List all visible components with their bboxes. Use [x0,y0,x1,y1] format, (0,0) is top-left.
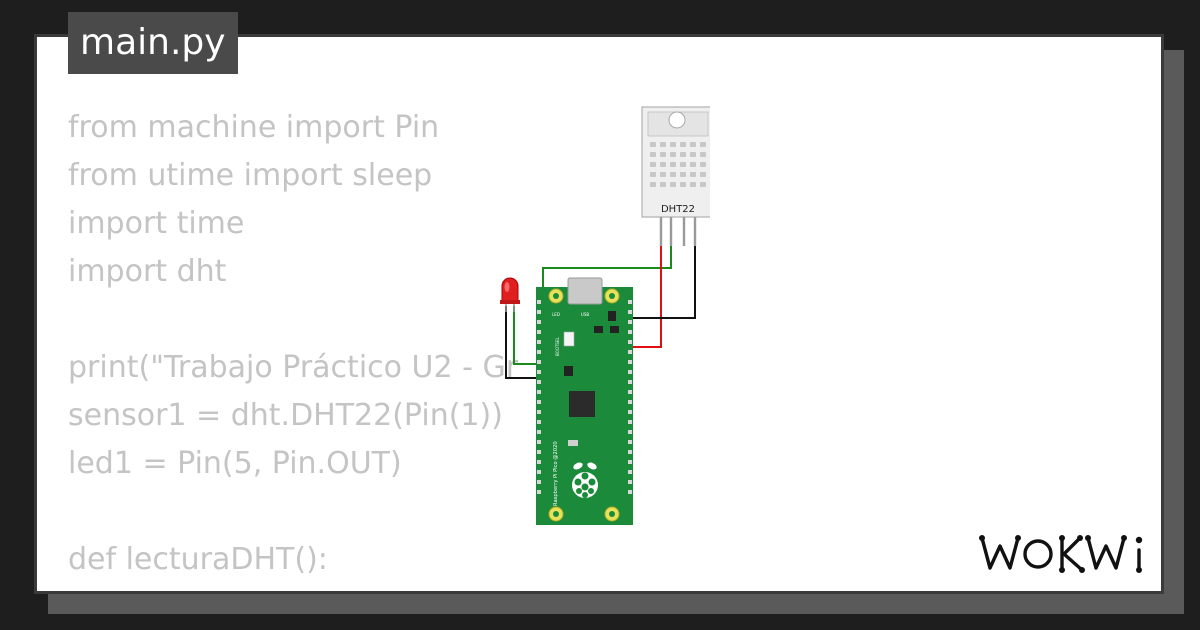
code-line: import time [68,206,245,241]
wokwi-logo [979,535,1143,573]
code-line: def lecturaDHT(): [68,542,328,577]
dht22-sensor[interactable]: DHT22 [641,106,710,246]
raspberry-pi-pico-board[interactable]: LED USB BOOTSEL Raspberry Pi Pico @2020 [536,277,633,525]
usb-silkscreen: USB [581,312,589,317]
circuit-diagram: DHT22 [500,106,710,525]
bootsel-button[interactable] [563,331,575,347]
raspberry-logo-icon [572,462,598,498]
board-name-text: Raspberry Pi Pico @2020 [553,441,559,506]
code-line: from utime import sleep [68,158,433,193]
red-led[interactable] [500,277,520,312]
code-line: print("Trabajo Práctico U2 - Gr [68,350,519,385]
code-line: import dht [68,254,227,289]
led-silkscreen: LED [552,312,560,317]
code-line: sensor1 = dht.DHT22(Pin(1)) [68,398,503,433]
dht22-label: DHT22 [661,204,695,215]
code-line: from machine import Pin [68,110,440,145]
code-line [68,296,518,344]
code-line [68,488,518,536]
code-line: led1 = Pin(5, Pin.OUT) [68,446,402,481]
rp2040-chip [569,391,595,417]
bootsel-silkscreen: BOOTSEL [555,337,560,356]
code-editor[interactable]: from machine import Pin from utime impor… [68,104,518,584]
file-tab-main-py[interactable]: main.py [68,12,238,74]
